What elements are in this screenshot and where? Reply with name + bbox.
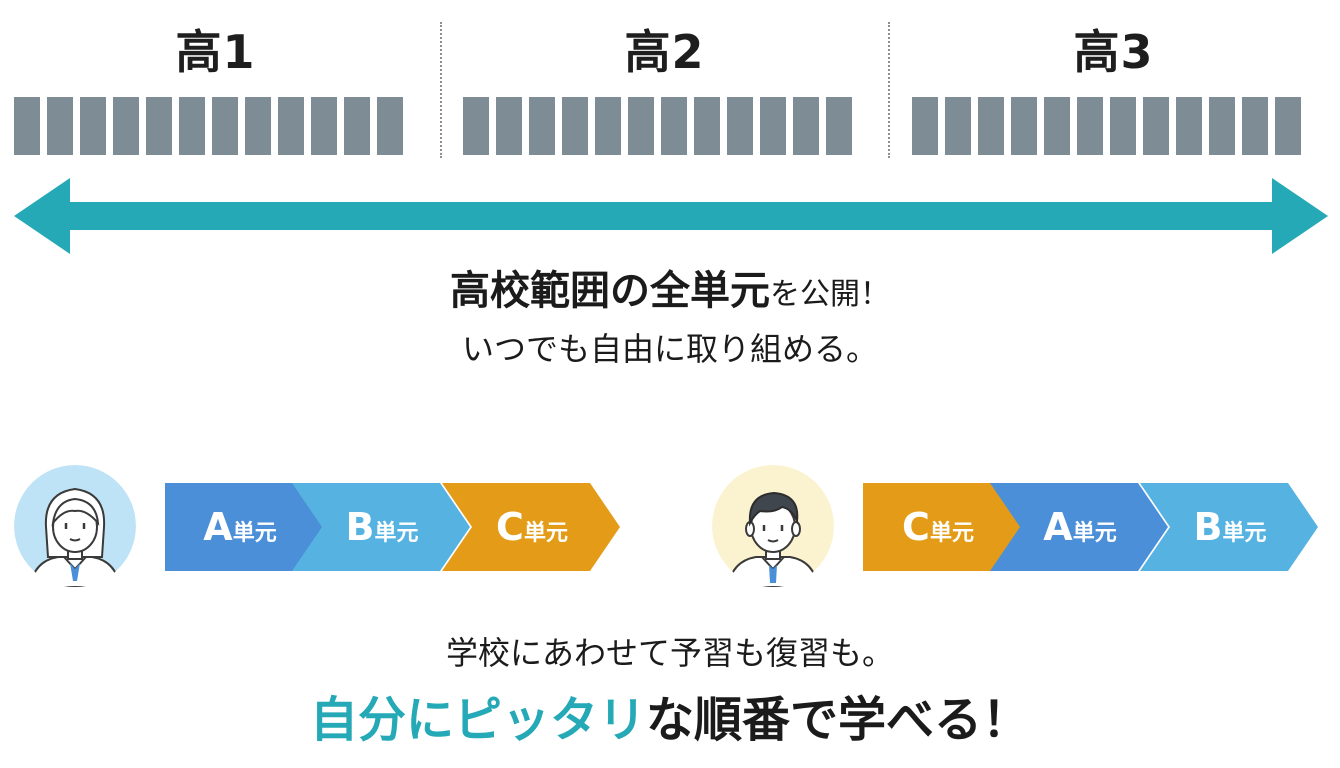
step-word: 単元	[374, 521, 419, 546]
headline-strong: 高校範囲の全単元	[450, 268, 770, 314]
unit-block	[826, 97, 852, 155]
unit-block	[945, 97, 971, 155]
path2-step-3: B単元	[1140, 483, 1320, 571]
unit-block	[1176, 97, 1202, 155]
unit-block	[245, 97, 271, 155]
step-letter: C	[902, 505, 930, 549]
unit-block	[1011, 97, 1037, 155]
unit-block	[912, 97, 938, 155]
unit-block	[1077, 97, 1103, 155]
tagline-rest: な順番で学べる！	[646, 692, 1031, 748]
unit-block	[1275, 97, 1301, 155]
unit-block	[212, 97, 238, 155]
unit-row-grade-2	[463, 97, 852, 155]
grade-label-3: 高3	[1073, 25, 1154, 79]
grade-divider	[888, 22, 890, 158]
unit-block	[793, 97, 819, 155]
male-student-icon	[712, 465, 834, 587]
unit-block	[978, 97, 1004, 155]
unit-block	[311, 97, 337, 155]
unit-block	[1044, 97, 1070, 155]
grade-divider	[440, 22, 442, 158]
unit-block	[595, 97, 621, 155]
step-letter: B	[1193, 505, 1223, 549]
unit-block	[562, 97, 588, 155]
unit-row-grade-1	[14, 97, 403, 155]
path1-step-3: C単元	[442, 483, 622, 571]
unit-block	[1110, 97, 1136, 155]
path2-step-2: A単元	[990, 483, 1170, 571]
unit-block	[377, 97, 403, 155]
unit-block	[47, 97, 73, 155]
unit-block	[14, 97, 40, 155]
unit-block	[1143, 97, 1169, 155]
unit-block	[278, 97, 304, 155]
step-letter: A	[1043, 505, 1073, 549]
unit-row-grade-3	[912, 97, 1301, 155]
unit-block	[179, 97, 205, 155]
bottom-line: 学校にあわせて予習も復習も。	[445, 634, 894, 672]
grade-label-1: 高1	[175, 25, 256, 79]
step-word: 単元	[523, 521, 568, 546]
unit-block	[661, 97, 687, 155]
unit-block	[463, 97, 489, 155]
tagline: 自分にピッタリな順番で学べる！	[0, 680, 1340, 750]
female-student-icon	[14, 465, 136, 587]
headline: 高校範囲の全単元を公開！	[0, 258, 1340, 316]
subline: いつでも自由に取り組める。	[461, 330, 878, 368]
unit-block	[628, 97, 654, 155]
unit-block	[113, 97, 139, 155]
step-word: 単元	[232, 521, 277, 546]
step-word: 単元	[1072, 521, 1117, 546]
step-word: 単元	[1222, 521, 1267, 546]
unit-block	[760, 97, 786, 155]
unit-block	[496, 97, 522, 155]
grade-label-2: 高2	[624, 25, 705, 79]
unit-block	[727, 97, 753, 155]
step-letter: B	[345, 505, 375, 549]
range-double-arrow	[14, 178, 1328, 254]
unit-block	[694, 97, 720, 155]
headline-weak: を公開！	[770, 277, 890, 312]
step-letter: A	[203, 505, 233, 549]
step-word: 単元	[929, 521, 974, 546]
unit-block	[146, 97, 172, 155]
tagline-accent: 自分にピッタリ	[309, 692, 646, 748]
path1-step-1: A単元	[165, 483, 345, 571]
unit-block	[1209, 97, 1235, 155]
unit-block	[344, 97, 370, 155]
unit-block	[80, 97, 106, 155]
step-letter: C	[496, 505, 524, 549]
unit-block	[529, 97, 555, 155]
path2-step-1: C単元	[863, 483, 1043, 571]
path1-step-2: B単元	[292, 483, 472, 571]
unit-block	[1242, 97, 1268, 155]
